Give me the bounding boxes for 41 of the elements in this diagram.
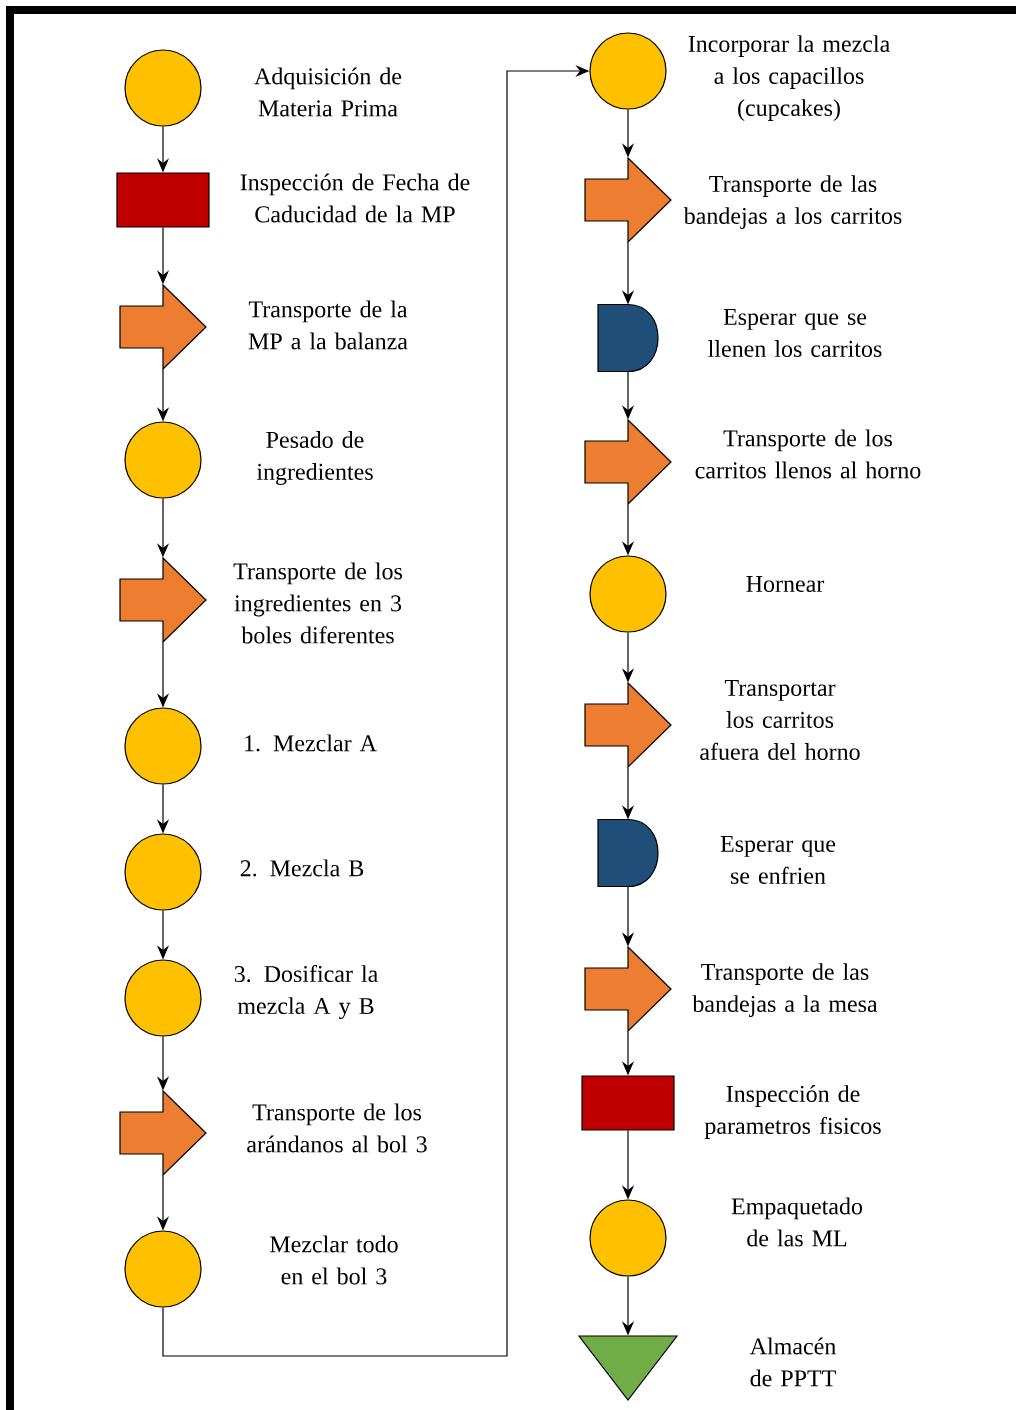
step-label: Transporte de las bandejas a la mesa bbox=[692, 963, 878, 1017]
step-label: Transporte de las bandejas a los carritos bbox=[683, 175, 902, 229]
step-label: Almacén de PPTT bbox=[749, 1337, 836, 1387]
step-label: 2. Mezcla B bbox=[240, 859, 364, 877]
step-label: Esperar que se enfrien bbox=[720, 836, 836, 884]
operation-circle bbox=[589, 1199, 667, 1277]
step-label: Transporte de los ingredientes en 3 boles diferentes bbox=[233, 562, 402, 644]
transport-symbol bbox=[119, 283, 207, 371]
transport-symbol bbox=[119, 1089, 207, 1177]
inspection-box bbox=[116, 172, 210, 228]
step-label: Transportar los carritos afuera del horno bbox=[700, 680, 860, 760]
step-label: Esperar que se llenen los carritos bbox=[708, 309, 882, 357]
step-label: Empaquetado de las ML bbox=[731, 1197, 863, 1247]
transport-symbol bbox=[584, 156, 672, 244]
step-label: 1. Mezclar A bbox=[245, 734, 377, 752]
inspection-box bbox=[581, 1075, 675, 1131]
operation-circle bbox=[124, 49, 202, 127]
step-label: Hornear bbox=[746, 576, 825, 592]
operation-circle bbox=[589, 32, 667, 110]
step-label: Transporte de los arándanos al bol 3 bbox=[247, 1103, 427, 1153]
step-label: Adquisición de Materia Prima bbox=[254, 67, 402, 117]
step-label: Incorporar la mezcla a los capacillos (cupcakes) bbox=[688, 35, 890, 121]
delay-shape bbox=[597, 818, 659, 888]
operation-circle bbox=[124, 421, 202, 499]
operation-circle bbox=[124, 1230, 202, 1308]
operation-circle bbox=[124, 833, 202, 911]
step-label: Transporte de la MP a la balanza bbox=[248, 300, 408, 350]
operation-circle bbox=[124, 707, 202, 785]
transport-symbol bbox=[584, 945, 672, 1033]
transport-symbol bbox=[584, 418, 672, 506]
operation-circle bbox=[589, 555, 667, 633]
delay-shape bbox=[597, 303, 659, 373]
step-label: Mezclar todo en el bol 3 bbox=[270, 1235, 398, 1285]
step-label: Pesado de ingredientes bbox=[256, 431, 373, 485]
transport-symbol bbox=[584, 681, 672, 769]
step-label: Inspección de Fecha de Caducidad de la MP bbox=[240, 173, 470, 223]
step-label: Inspección de parametros fisicos bbox=[704, 1085, 881, 1139]
operation-circle bbox=[124, 959, 202, 1037]
step-label: Transporte de los carritos llenos al horno bbox=[695, 429, 921, 479]
step-label: 3. Dosificar la mezcla A y B bbox=[234, 964, 378, 1020]
transport-symbol bbox=[119, 556, 207, 644]
